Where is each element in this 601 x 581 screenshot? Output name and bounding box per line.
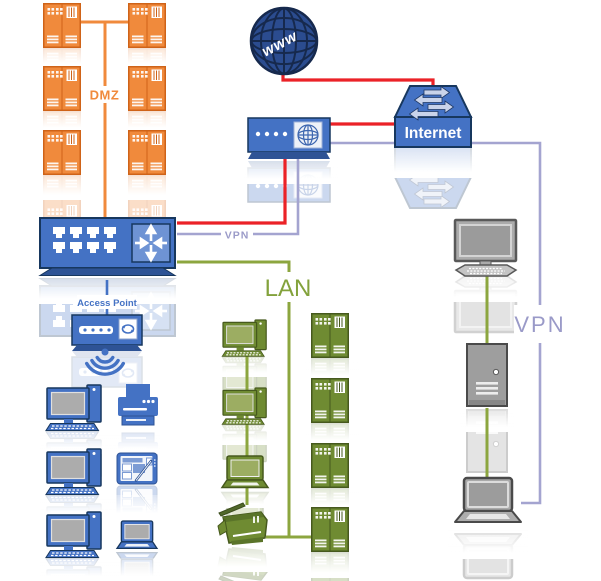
- lan-desktop-icon: [221, 387, 267, 425]
- wireless-clients: [45, 383, 159, 559]
- remote-desktop-icon: [453, 218, 518, 278]
- link-modem-router: [177, 156, 287, 225]
- vpn-zone-label-bg: [514, 305, 566, 343]
- printer-icon: [117, 383, 159, 426]
- vpn-zone-label: VPN: [514, 312, 565, 337]
- router-firewall-icon: [38, 216, 177, 277]
- link-router-lan: [177, 260, 291, 537]
- link-router-vpn: [177, 158, 300, 236]
- lan-label: LAN: [265, 275, 312, 302]
- desktop-computer-icon: [45, 384, 102, 432]
- internet-label: Internet: [405, 125, 462, 142]
- remote-server-icon: [466, 343, 508, 407]
- dmz-server-rack-icon: [43, 130, 81, 175]
- dmz-server-rack-icon: [128, 66, 166, 111]
- lan-server-rack-icon: [311, 507, 349, 552]
- graphics-tablet-icon: [115, 451, 159, 486]
- dmz-server-rack-icon: [43, 66, 81, 111]
- lan-label-bg: [263, 272, 314, 302]
- vpn-tunnel-label: VPN: [225, 230, 250, 242]
- access-point-label-bg: [77, 295, 137, 309]
- laptop-icon: [116, 520, 158, 550]
- lan-laptop-icon: [221, 455, 269, 489]
- lan-desktop-icon: [221, 319, 267, 357]
- dmz-server-rack-icon: [43, 3, 81, 48]
- access-point-icon: [71, 314, 143, 352]
- lan-server-rack-icon: [311, 313, 349, 358]
- desktop-computer-icon: [45, 448, 102, 496]
- modem-gateway-icon: [247, 117, 331, 160]
- dmz-server-rack-icon: [128, 130, 166, 175]
- dmz-server-rack-icon: [128, 3, 166, 48]
- access-point-label: Access Point: [77, 298, 137, 309]
- dmz-label-bg: [86, 86, 123, 103]
- remote-laptop-icon: [453, 476, 523, 524]
- desktop-computer-icon: [45, 511, 102, 559]
- lan-server-rack-icon: [311, 378, 349, 423]
- vpn-tunnel-label-bg: [221, 227, 253, 241]
- dmz-label: DMZ: [90, 88, 120, 103]
- lan-server-rack-icon: [311, 443, 349, 488]
